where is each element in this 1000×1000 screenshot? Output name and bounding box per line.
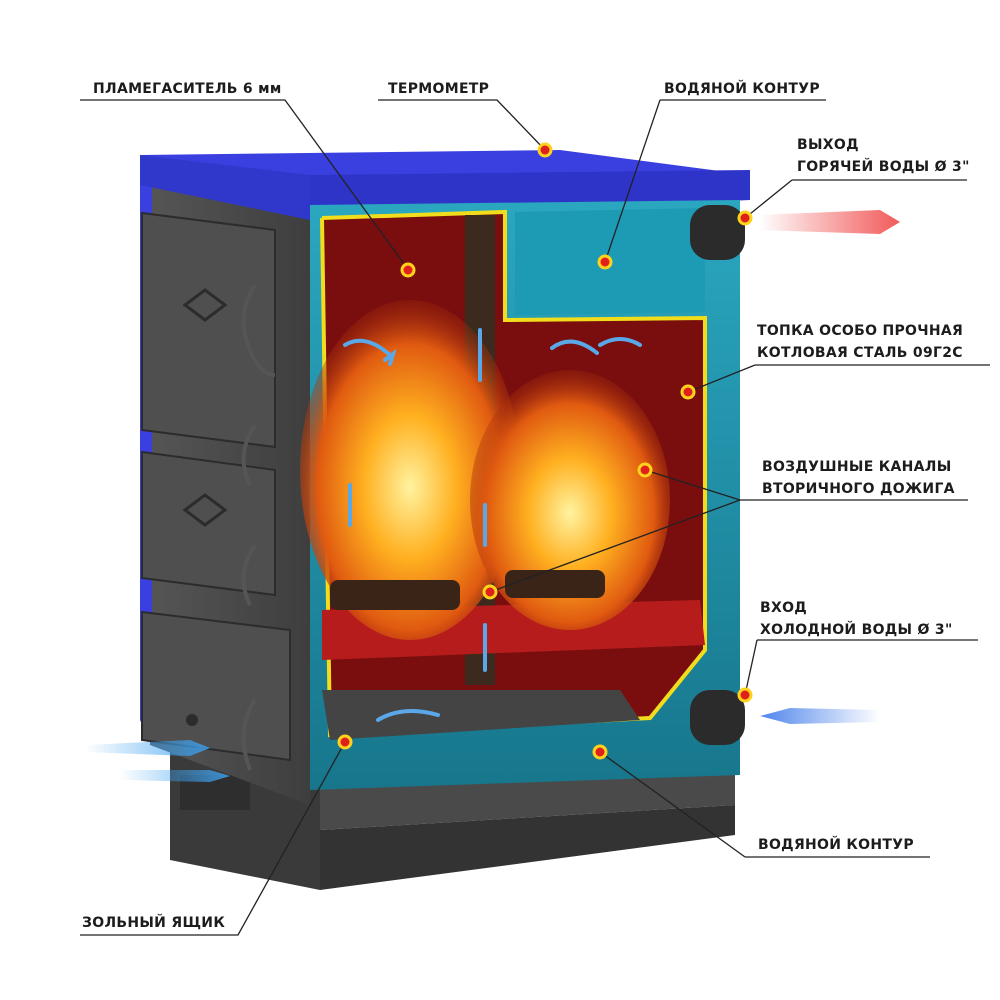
marker-hot-water-out bbox=[737, 210, 753, 226]
label-air-channels: ВОЗДУШНЫЕ КАНАЛЫ ВТОРИЧНОГО ДОЖИГА bbox=[762, 459, 955, 497]
marker-flame-arrester bbox=[400, 262, 416, 278]
boiler-front-panel bbox=[140, 180, 310, 805]
ash-door bbox=[141, 610, 291, 762]
marker-air-channels-a bbox=[637, 462, 653, 478]
label-thermometer: ТЕРМОМЕТР bbox=[388, 81, 490, 97]
air-flow-arrows bbox=[343, 328, 642, 722]
label-cold-water-in: ВХОД ХОЛОДНОЙ ВОДЫ Ø 3" bbox=[760, 600, 953, 638]
marker-water-circuit-bottom bbox=[592, 744, 608, 760]
callout-markers bbox=[337, 142, 753, 760]
cutaway-interior bbox=[300, 200, 745, 790]
middle-door bbox=[141, 450, 276, 597]
label-water-circuit-top: ВОДЯНОЙ КОНТУР bbox=[664, 81, 820, 97]
callout-lines bbox=[80, 99, 990, 936]
hot-water-arrow bbox=[760, 210, 900, 234]
marker-water-circuit-top bbox=[597, 254, 613, 270]
cold-water-arrow bbox=[760, 708, 880, 724]
marker-thermometer bbox=[537, 142, 553, 158]
inlet-air-arrows bbox=[85, 740, 230, 782]
marker-ash-box bbox=[337, 734, 353, 750]
upper-door bbox=[141, 211, 276, 449]
label-water-circuit-bottom: ВОДЯНОЙ КОНТУР bbox=[758, 837, 914, 853]
marker-cold-water-in bbox=[737, 687, 753, 703]
label-ash-box: ЗОЛЬНЫЙ ЯЩИК bbox=[82, 915, 226, 931]
label-hot-water-out: ВЫХОД ГОРЯЧЕЙ ВОДЫ Ø 3" bbox=[797, 137, 970, 175]
label-flame-arrester: ПЛАМЕГАСИТЕЛЬ 6 мм bbox=[93, 81, 282, 97]
marker-firebox bbox=[680, 384, 696, 400]
label-firebox: ТОПКА ОСОБО ПРОЧНАЯ КОТЛОВАЯ СТАЛЬ 09Г2С bbox=[757, 323, 964, 361]
marker-air-channels-b bbox=[482, 584, 498, 600]
